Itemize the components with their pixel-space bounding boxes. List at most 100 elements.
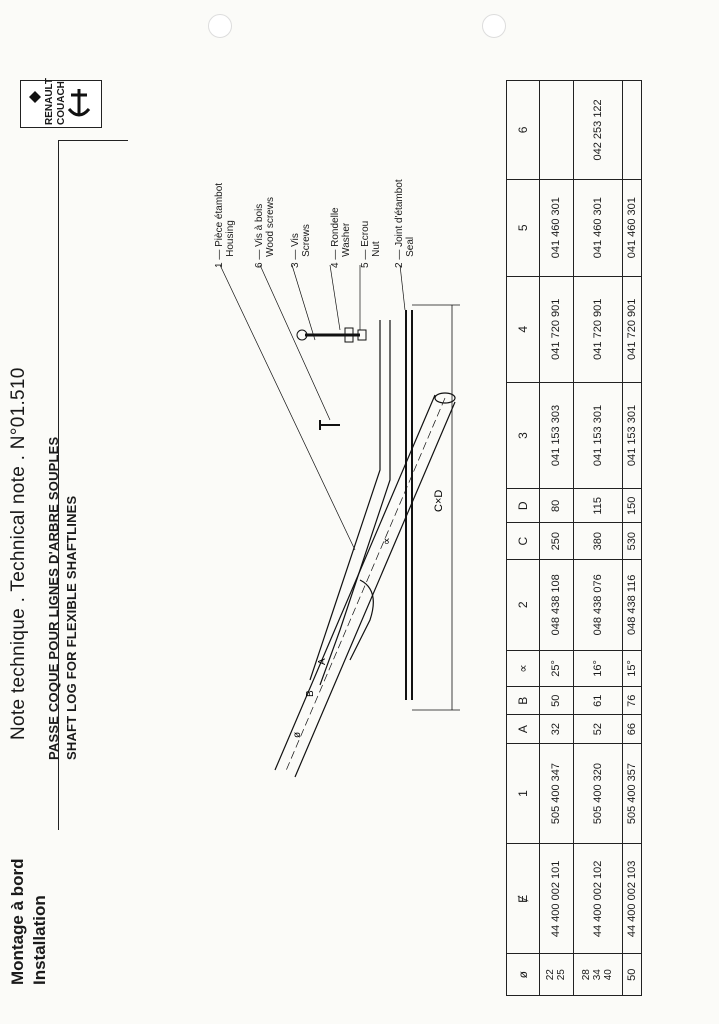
table-cell: 041 720 901 [539,276,573,383]
callout-2-fr: Joint d'étambot [394,179,405,247]
callout-5-num: 5 [360,262,371,268]
callout-3-num: 3 [290,262,301,268]
callout-5-en: Nut [371,241,382,257]
note-title: Note technique . Technical note . N°01.5… [8,367,29,740]
hull-plate [405,310,413,700]
logo-text-couach: COUACH [56,81,67,125]
header-rule-top [58,140,128,141]
table-row: 28 34 40 44 400 002 102 505 400 320 52 6… [573,80,623,996]
table-cell: 042 253 122 [573,80,623,180]
table-cell: 66 [622,714,642,744]
anchor-icon [29,89,91,117]
callout-2: 2 — Joint d'étambot Seal [394,179,416,268]
table-cell: 22 25 [539,953,573,996]
callout-3: 3 — Vis Screws [290,224,312,268]
table-cell: 44 400 002 101 [539,843,573,954]
table-cell: 32 [539,714,573,744]
table-row: 22 25 44 400 002 101 505 400 347 32 50 2… [539,80,573,996]
callout-5-fr: Ecrou [360,220,371,247]
callout-4-fr: Rondelle [330,207,341,247]
table-cell: 048 438 076 [573,559,623,651]
table-cell: 041 153 301 [622,382,642,489]
dimension-a-label: A [317,658,328,665]
screw-assembly [296,327,367,430]
table-cell: 041 460 301 [622,179,642,277]
callout-5: 5 — Ecrou Nut [360,220,382,268]
callout-1: 1 — Pièce étambot Housing [214,182,236,268]
table-header: B [506,686,540,715]
callout-4: 4 — Rondelle Washer [330,207,352,268]
table-header-row: ø Ɇ 1 A B ∝ 2 C D 3 4 5 6 [506,80,540,996]
callout-6-en: Wood screws [265,197,276,257]
table-header: Ɇ [506,843,540,954]
table-cell: 250 [539,523,573,560]
subtitle-fr: PASSE COQUE POUR LIGNES D'ARBRE SOUPLES [46,436,61,760]
table-header: 2 [506,559,540,651]
table-cell: 505 400 357 [622,743,642,844]
callout-6-num: 6 [254,262,265,268]
housing-body [309,320,391,686]
table-cell: 61 [573,686,623,715]
table-cell: 50 [622,953,642,996]
table-cell: 52 [573,714,623,744]
parts-table-wrap: ø Ɇ 1 A B ∝ 2 C D 3 4 5 6 22 25 44 400 0… [506,80,642,996]
table-header: C [506,523,540,560]
renault-couach-logo: RENAULT COUACH [20,78,102,128]
table-cell: 150 [622,488,642,523]
punch-hole-right [482,14,506,38]
table-cell: 048 438 116 [622,559,642,651]
table-cell: 28 34 40 [573,953,623,996]
punch-hole-left [208,14,232,38]
dimension-cd-label: C×D [433,490,445,512]
table-cell: 44 400 002 103 [622,843,642,954]
table-cell [539,80,573,180]
table-header: A [506,714,540,744]
table-cell: 115 [573,488,623,523]
table-cell: 505 400 347 [539,743,573,844]
subtitle-en: SHAFT LOG FOR FLEXIBLE SHAFTLINES [64,495,79,760]
callout-4-num: 4 [330,262,341,268]
table-cell: 50 [539,686,573,715]
table-header: 3 [506,382,540,489]
subsection-title: Installation [30,895,49,985]
table-cell: 44 400 002 102 [573,843,623,954]
table-cell: 380 [573,523,623,560]
table-header: ∝ [506,650,540,687]
table-cell: 505 400 320 [573,743,623,844]
callout-6-fr: Vis à bois [254,203,265,247]
table-header: 6 [506,80,540,180]
table-header: 1 [506,743,540,844]
table-cell: 041 153 301 [573,382,623,489]
table-header: ø [506,953,540,996]
table-header: D [506,488,540,523]
callout-3-en: Screws [301,224,312,257]
callout-3-fr: Vis [290,233,301,247]
dimension-b-label: B [305,690,316,697]
table-header: 5 [506,179,540,277]
table-cell: 041 460 301 [573,179,623,277]
shaft-log-drawing: C×D A B ø ∝ [219,264,460,778]
table-cell: 15° [622,650,642,687]
table-cell: 25° [539,650,573,687]
header-rule [58,140,59,830]
callout-4-en: Washer [341,222,352,257]
table-cell: 041 153 303 [539,382,573,489]
table-cell: 530 [622,523,642,560]
table-cell: 16° [573,650,623,687]
shaft [274,392,456,778]
table-header: 4 [506,276,540,383]
section-title: Montage à bord [8,858,27,985]
callout-6: 6 — Vis à bois Wood screws [254,197,276,268]
callout-1-num: 1 [214,262,225,268]
callout-1-en: Housing [225,220,236,257]
table-cell: 041 720 901 [622,276,642,383]
parts-table: ø Ɇ 1 A B ∝ 2 C D 3 4 5 6 22 25 44 400 0… [506,80,642,996]
callout-2-en: Seal [405,236,416,257]
callout-leaders [219,264,406,551]
callout-1-fr: Pièce étambot [214,182,225,247]
table-cell: 041 720 901 [573,276,623,383]
table-cell: 76 [622,686,642,715]
table-cell: 048 438 108 [539,559,573,651]
dimension-angle-label: ∝ [381,537,393,545]
dimension-cd [412,304,460,711]
